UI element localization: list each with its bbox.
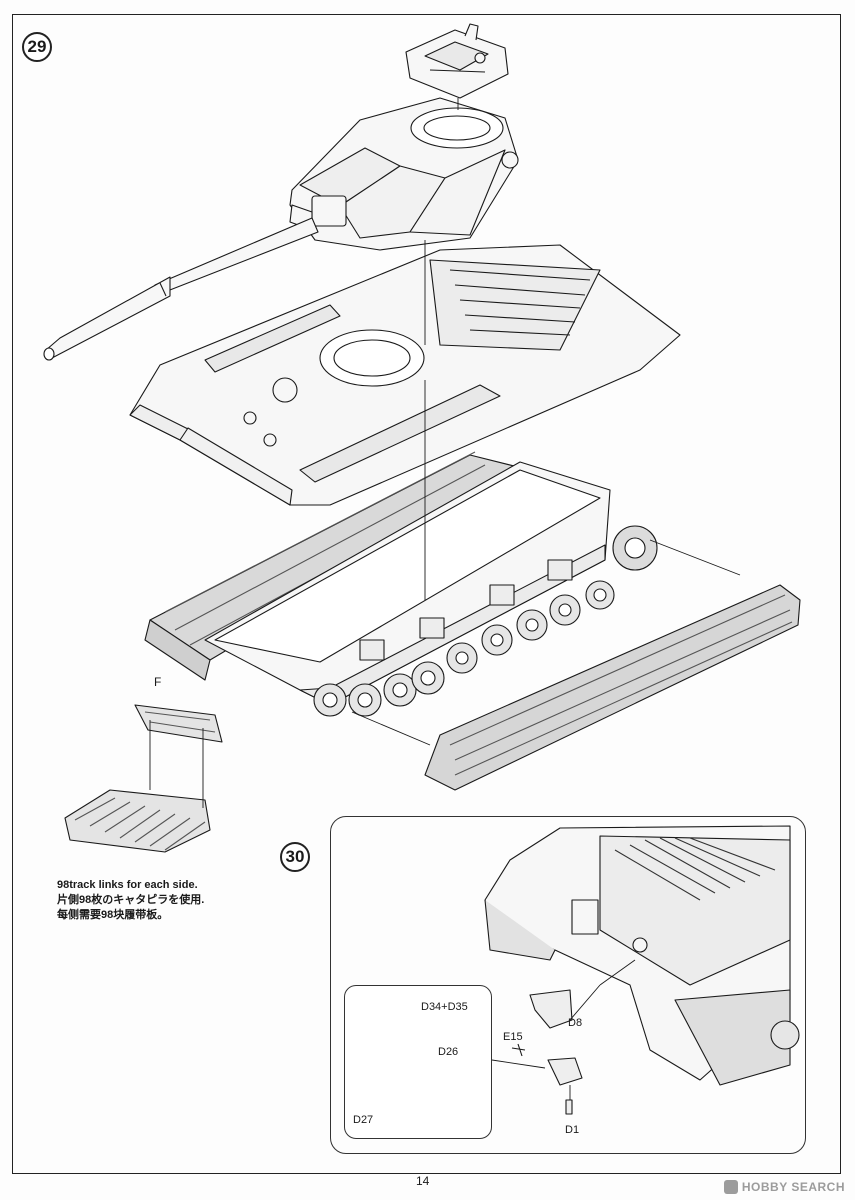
left-track-drawing: [144, 451, 531, 681]
part-label-e15: E15: [503, 1031, 523, 1043]
bracket-parts-drawing: [511, 989, 583, 1115]
part-label-d8: D8: [568, 1017, 583, 1029]
rear-hull-detail-drawing: [484, 825, 800, 1086]
part-label-f: F: [154, 675, 162, 689]
track-link-assembly-drawing: [64, 789, 211, 853]
hobby-search-logo-icon: [723, 1180, 738, 1194]
step-30-badge: 30: [280, 842, 310, 872]
watermark-text: HOBBY SEARCH: [741, 1180, 845, 1194]
turret-drawing: [289, 97, 519, 251]
assembly-arrows: [149, 98, 741, 1100]
page-border: [12, 14, 841, 1174]
part-label-d34-d35: D34+D35: [421, 1001, 468, 1013]
gun-barrel-drawing: [43, 217, 319, 361]
lower-hull-drawing: [204, 461, 658, 717]
part-label-d26: D26: [438, 1046, 459, 1058]
track-link-note: 98track links for each side. 片側98枚のキャタピラ…: [57, 878, 204, 923]
arrow-track-to-sprocket: [649, 539, 741, 576]
arrow-track-to-wheels: [351, 711, 431, 746]
arrow-inset-to-bracket: [491, 1059, 546, 1069]
right-track-drawing: [424, 584, 801, 791]
part-label-d1: D1: [565, 1124, 580, 1136]
arrow-bracket-to-hull: [599, 959, 636, 986]
arrow-d8-to-hull: [569, 984, 601, 1021]
upper-hull-drawing: [129, 244, 681, 506]
turret-cupola-drawing: [405, 23, 509, 99]
track-link-f-drawing: [134, 704, 223, 743]
part-label-d27: D27: [353, 1114, 374, 1126]
step-29-badge: 29: [22, 32, 52, 62]
note-chinese: 每侧需要98块履带板。: [57, 909, 169, 921]
step-30-detail-frame: [330, 816, 806, 1154]
step-30-inset-frame: [344, 985, 492, 1139]
note-japanese: 片側98枚のキャタピラを使用.: [57, 894, 205, 906]
watermark: HOBBY SEARCH: [723, 1180, 845, 1194]
note-english: 98track links for each side.: [57, 879, 198, 891]
page-number: 14: [416, 1174, 430, 1188]
